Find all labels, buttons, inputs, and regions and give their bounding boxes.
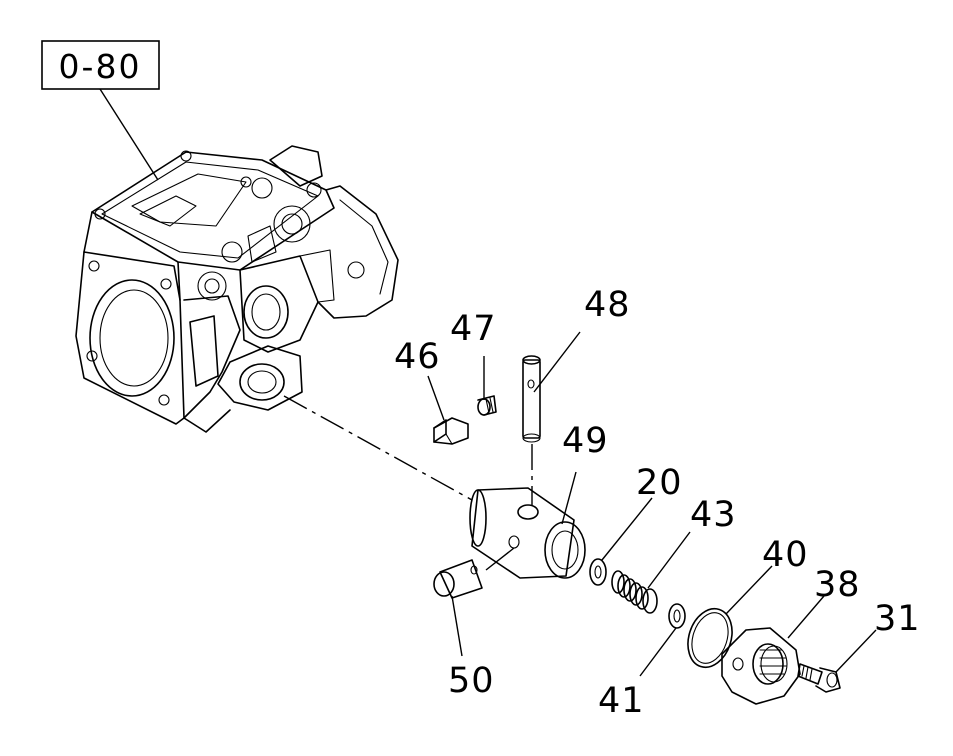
clip-46[interactable] bbox=[433, 417, 469, 445]
leader-48 bbox=[533, 331, 581, 393]
part-label-40: 40 bbox=[762, 535, 809, 575]
leader-20 bbox=[601, 497, 653, 561]
part-label-48: 48 bbox=[584, 285, 631, 325]
part-label-43: 43 bbox=[690, 495, 737, 535]
part-label-41: 41 bbox=[598, 681, 645, 721]
washer-41[interactable] bbox=[668, 603, 686, 629]
washer-20[interactable] bbox=[589, 558, 607, 586]
spring-43[interactable] bbox=[611, 570, 658, 614]
part-label-20: 20 bbox=[636, 463, 683, 503]
leader-43 bbox=[647, 531, 691, 589]
governor-housing bbox=[75, 145, 399, 433]
part-label-49: 49 bbox=[562, 421, 609, 461]
part-label-31: 31 bbox=[874, 599, 921, 639]
cover-38[interactable] bbox=[721, 627, 801, 705]
leader-31 bbox=[835, 629, 877, 673]
part-label-47: 47 bbox=[450, 309, 497, 349]
screw-47[interactable] bbox=[477, 395, 497, 416]
assembly-axis bbox=[283, 395, 473, 501]
pin-48[interactable] bbox=[522, 355, 541, 443]
sleeve-49[interactable] bbox=[469, 487, 586, 579]
leader-49 bbox=[561, 471, 577, 525]
leader-46 bbox=[427, 375, 445, 421]
leader-41 bbox=[639, 627, 677, 677]
reference-box[interactable]: 0-80 bbox=[41, 40, 160, 90]
reference-box-label: 0-80 bbox=[59, 47, 142, 86]
leader-40 bbox=[725, 565, 773, 615]
part-label-46: 46 bbox=[394, 337, 441, 377]
part-label-38: 38 bbox=[814, 565, 861, 605]
reference-leader bbox=[99, 88, 159, 181]
bolt-31[interactable] bbox=[797, 663, 841, 693]
plug-50[interactable] bbox=[433, 559, 483, 599]
o-ring-40[interactable] bbox=[681, 603, 739, 673]
part-label-50: 50 bbox=[448, 661, 495, 701]
leader-38 bbox=[787, 595, 825, 639]
leader-50 bbox=[451, 595, 463, 657]
plug-50-axis bbox=[485, 547, 515, 571]
